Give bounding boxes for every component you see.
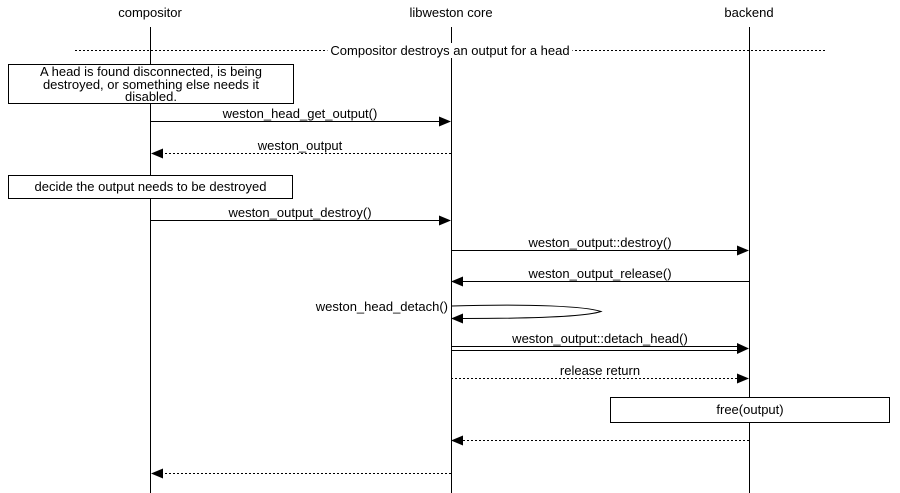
- note-head-disconnected: A head is found disconnected, is being d…: [8, 64, 294, 104]
- note-free-output: free(output): [610, 397, 890, 423]
- arrow-weston-head-get-output: [150, 116, 451, 127]
- arrow-return-to-compositor: [151, 468, 451, 479]
- message-label-weston-head-get-output: weston_head_get_output(): [222, 106, 378, 121]
- actor-label-backend: backend: [724, 5, 774, 20]
- note-line: A head is found disconnected, is being: [40, 64, 262, 79]
- arrow-weston-head-detach-self: [451, 304, 603, 324]
- arrow-weston-output-detach-head: [451, 343, 749, 354]
- message-label-weston-output-detach-head: weston_output::detach_head(): [512, 331, 688, 346]
- arrow-return-to-libweston: [451, 435, 749, 446]
- arrow-release-return: [451, 373, 749, 384]
- message-label-weston-output: weston_output: [257, 138, 343, 153]
- arrow-weston-output-vfunc-destroy: [451, 245, 749, 256]
- actor-label-compositor: compositor: [118, 5, 182, 20]
- message-label-weston-head-detach: weston_head_detach(): [315, 299, 448, 314]
- message-label-weston-output-destroy: weston_output_destroy(): [228, 205, 372, 220]
- arrow-weston-output-return: [151, 148, 451, 159]
- message-label-release-return: release return: [559, 363, 641, 378]
- divider-label: Compositor destroys an output for a head: [327, 43, 573, 58]
- arrow-weston-output-release: [451, 276, 749, 287]
- arrow-weston-output-destroy: [150, 215, 451, 226]
- note-line: destroyed, or something else needs it: [42, 76, 260, 92]
- message-label-weston-output-vfunc-destroy: weston_output::destroy(): [528, 235, 672, 250]
- note-line: disabled.: [124, 89, 178, 104]
- message-label-weston-output-release: weston_output_release(): [528, 266, 672, 281]
- note-decide-destroy: decide the output needs to be destroyed: [8, 175, 293, 199]
- actor-label-libweston-core: libweston core: [409, 5, 493, 20]
